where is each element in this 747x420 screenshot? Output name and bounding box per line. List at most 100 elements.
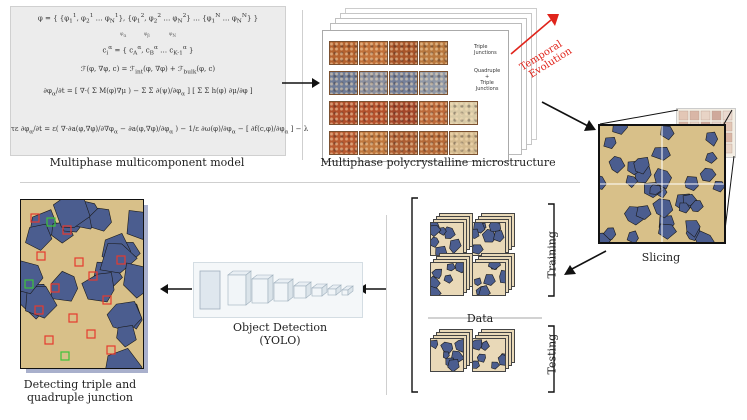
grain — [443, 274, 454, 284]
separator-middle — [20, 182, 580, 183]
microstructure-tile — [449, 101, 478, 125]
triple-junction-box — [102, 295, 112, 305]
grain — [603, 136, 617, 149]
microstructure-tile — [419, 131, 448, 155]
caption-detection: Object Detection (YOLO) — [232, 321, 328, 347]
equation-underbrace: φα φβ φN — [120, 31, 176, 38]
yolo-layer — [251, 278, 269, 304]
grain — [474, 277, 482, 286]
grain — [105, 347, 143, 368]
grain — [633, 156, 650, 175]
slice-thumb — [689, 110, 700, 121]
grain — [625, 175, 639, 189]
grain — [469, 339, 483, 351]
quadruple-junction-box — [24, 279, 34, 289]
separator-bottom — [386, 215, 387, 395]
equation-phi: φ = { {φ11, φ21 … φN1}, {φ12, φ22 … φN2}… — [37, 13, 259, 25]
yolo-layer — [327, 288, 337, 296]
grain — [705, 131, 719, 147]
grain — [470, 360, 480, 369]
arrow-detection-to-junction — [160, 284, 192, 294]
grain — [123, 262, 143, 299]
microstructure-tile — [389, 131, 418, 155]
grain — [651, 146, 671, 161]
caption-slicing: Slicing — [641, 251, 681, 264]
microstructure-tile — [359, 101, 388, 125]
grain — [483, 274, 496, 286]
microstructure-sheet — [322, 30, 509, 162]
microstructure-tile — [329, 101, 358, 125]
microstructure-tile — [389, 41, 418, 65]
grain — [652, 198, 674, 219]
grain — [635, 205, 652, 220]
separator-top — [302, 10, 303, 160]
data-sample-card — [430, 338, 467, 373]
label-data: Data — [466, 312, 494, 325]
grain — [81, 272, 115, 303]
triple-junction-box — [74, 257, 84, 267]
triple-junction-box — [30, 213, 40, 223]
equation-functional: ℱ(φ, ∇φ, c) = ℱint(φ, ∇φ) + ℱbulk(φ, c) — [80, 65, 216, 76]
label-training: Training — [545, 231, 559, 279]
grain — [126, 210, 143, 240]
data-sample-card — [469, 220, 506, 256]
data-sample-card — [427, 260, 468, 299]
grain — [678, 202, 691, 214]
triple-junction-box — [44, 335, 54, 345]
triple-junction-box — [88, 271, 98, 281]
yolo-layer — [341, 289, 349, 296]
yolo-layer-side — [287, 278, 294, 302]
microstructure-tile — [419, 101, 448, 125]
detected-junction-map — [20, 199, 144, 369]
arrow-to-slicing — [541, 101, 596, 131]
grain — [600, 175, 607, 190]
arrow-slicing-to-data — [564, 250, 607, 275]
microstructure-tile — [389, 101, 418, 125]
microstructure-tile — [329, 41, 358, 65]
triple-junction-box — [86, 329, 96, 339]
grain — [476, 353, 486, 363]
arrow-model-to-microstructure — [282, 78, 320, 88]
triple-junction-box — [50, 283, 60, 293]
yolo-layer-side — [321, 283, 328, 297]
grain — [499, 269, 511, 284]
grain — [52, 200, 91, 228]
yolo-layer-side — [347, 285, 354, 296]
data-brackets — [411, 197, 555, 393]
grain — [430, 339, 439, 350]
slice-thumb — [711, 110, 722, 121]
yolo-layer-side — [267, 274, 274, 304]
grain — [491, 361, 501, 370]
grain — [480, 340, 490, 351]
slice-thumb — [678, 110, 689, 121]
grain — [21, 260, 44, 295]
caption-junction: Detecting triple and quadruple junction — [23, 378, 137, 404]
microstructure-tile — [419, 71, 448, 95]
grain — [626, 230, 639, 242]
grain — [612, 126, 628, 135]
sliced-microstructure — [598, 124, 726, 244]
grain — [447, 359, 460, 373]
triple-junction-box — [116, 255, 126, 265]
yolo-layer — [227, 274, 247, 306]
yolo-layer — [311, 287, 323, 297]
label-testing: Testing — [545, 333, 559, 375]
grain — [608, 155, 626, 174]
grain — [493, 230, 505, 243]
grain — [497, 354, 511, 366]
grain — [449, 238, 462, 254]
microstructure-tile — [449, 131, 478, 155]
grain — [442, 351, 450, 360]
caption-model: Multiphase multicomponent model — [49, 156, 245, 169]
quadruple-junction-box — [46, 217, 56, 227]
grain — [50, 270, 79, 302]
microstructure-tile — [419, 41, 448, 65]
triple-junction-box — [106, 345, 116, 355]
grain — [454, 338, 467, 353]
grain — [705, 151, 718, 164]
grain — [116, 325, 137, 348]
equation-phase-evolution: ∂φα/∂t = [ ∇·( Σ M(φ)∇μ ) − Σ Σ ∂(ψ)/∂φα… — [43, 87, 253, 98]
yolo-layer-side — [305, 281, 312, 299]
grain — [429, 236, 440, 248]
slice-thumb — [722, 110, 733, 121]
